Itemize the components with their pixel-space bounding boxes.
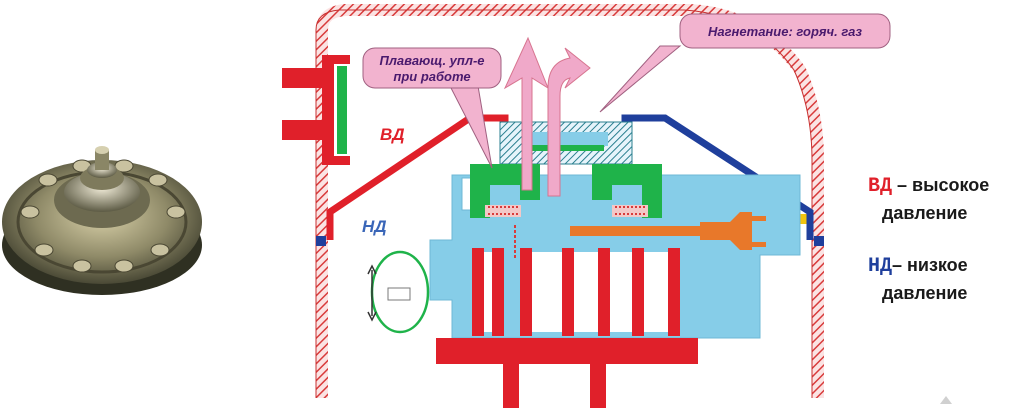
legend-low-text-line2: давление [882,283,968,303]
cylinders [436,248,698,408]
legend-high-text-line2: давление [882,203,968,223]
corner-mark-icon [940,396,952,404]
motion-indicator [367,250,430,334]
valve-plate-photo [0,130,205,300]
cylinder-gaps [484,252,668,332]
hot-gas-arrows [503,36,591,197]
side-fitting [282,55,350,165]
legend-low-text-line1: – низкое [892,255,968,275]
legend-high-text-line1: – высокое [892,175,990,195]
heater-passage [570,212,766,250]
high-pressure-zone-label: ВД [380,125,405,144]
legend-high-key: ВД [868,175,893,198]
discharge-callout: Нагнетание: горяч. газ [599,13,891,113]
floating-seal-callout: Плавающ. упл-е при работе [362,47,502,169]
low-pressure-zone-label: НД [362,217,387,236]
legend-high-pressure: ВД – высокое давление [868,172,989,226]
floating-seal-callout-line1: Плавающ. упл-е [379,53,484,68]
floating-seal-callout-line2: при работе [393,69,470,84]
legend-low-key: НД [868,255,893,278]
legend-low-pressure: НД– низкое давление [868,252,968,306]
discharge-callout-text: Нагнетание: горяч. газ [708,24,862,39]
